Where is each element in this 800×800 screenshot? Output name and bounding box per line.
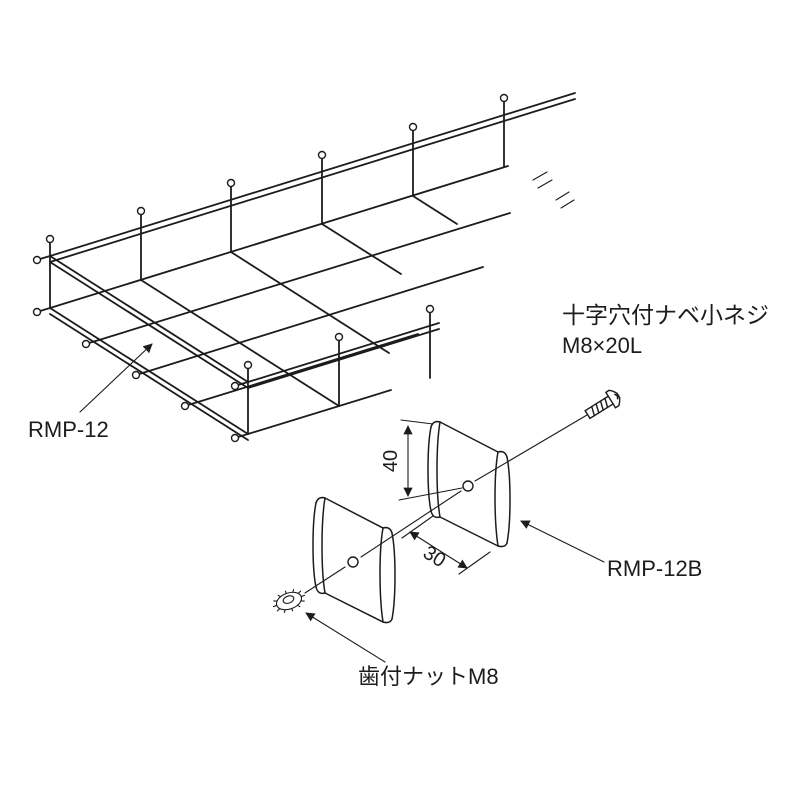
dimension-40: 40 [380, 419, 463, 501]
screw-name-label: 十字穴付ナベ小ネジ [562, 302, 769, 328]
dimension-40-value: 40 [380, 450, 402, 472]
tray-back-wall-wires [45, 93, 509, 309]
tray-back-bottom-rail [49, 165, 509, 309]
tray-bottom-cross-wires [140, 195, 458, 407]
tray-front-bottom-rail [247, 389, 392, 435]
leader-nut-label [305, 612, 386, 663]
tray-front-top-rail [247, 322, 440, 389]
break-marks [532, 171, 575, 209]
tray-part-label: RMP-12 [28, 417, 109, 442]
bracket-lower [312, 496, 396, 624]
screw-size-label: M8×20L [562, 333, 642, 358]
tray-end-wire-tips [32, 255, 249, 443]
tray-back-top-rail [49, 92, 576, 263]
bracket-upper-hole [462, 480, 474, 492]
bracket-lower-hole [347, 556, 359, 568]
leader-bracket-label [520, 520, 605, 563]
tray-end-top-rail [49, 255, 249, 389]
machine-screw-icon [584, 389, 621, 420]
leader-tray-label [79, 343, 153, 413]
dimension-30-value: 30 [419, 542, 450, 572]
tray-bottom-longitudinal-wires [98, 212, 511, 403]
assembly-axis-lines [304, 414, 588, 594]
bracket-part-label: RMP-12B [607, 556, 702, 581]
bracket-upper [427, 420, 511, 548]
toothed-nut-icon [272, 589, 306, 613]
dimension-30: 30 [401, 515, 491, 575]
cable-tray-drawing [32, 92, 576, 443]
nut-part-label: 歯付ナットM8 [358, 664, 499, 689]
tray-front-wall-wires [243, 304, 435, 435]
